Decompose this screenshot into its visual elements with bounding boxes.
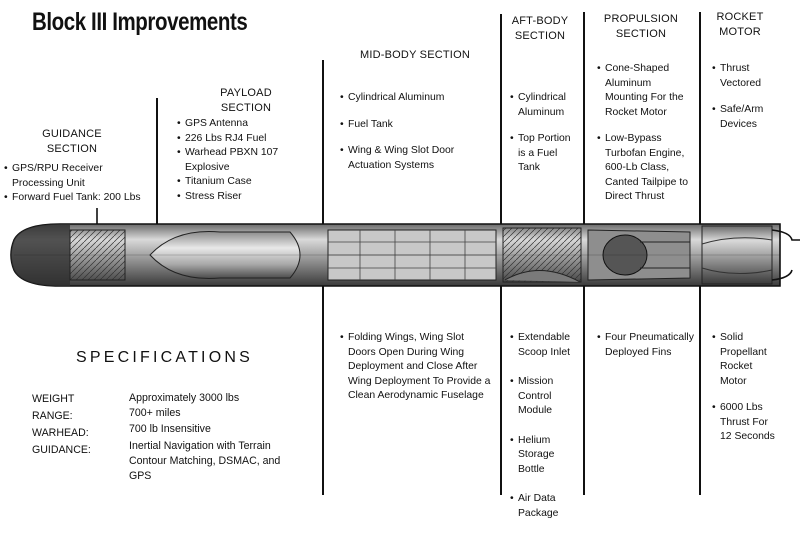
list-item: Cone-Shaped Aluminum Mounting For the Ro… — [597, 62, 695, 120]
spec-value-guidance: Inertial Navigation with Terrain Contour… — [129, 440, 281, 482]
aft-body-lower-items: Extendable Scoop Inlet Mission Control M… — [510, 331, 578, 536]
propulsion-items: Cone-Shaped Aluminum Mounting For the Ro… — [597, 62, 695, 217]
list-item: GPS/RPU Receiver Processing Unit — [4, 162, 154, 191]
rocket-motor-lower-items: Solid Propellant Rocket Motor 6000 Lbs T… — [712, 331, 780, 457]
propulsion-lower-items: Four Pneumatically Deployed Fins — [597, 331, 695, 360]
divider-payload — [156, 98, 158, 228]
specifications-title: SPECIFICATIONS — [76, 349, 253, 366]
spec-value-range: 700+ miles — [129, 407, 181, 419]
spec-label-guidance: GUIDANCE: — [32, 444, 91, 456]
list-item: Mission Control Module — [510, 375, 578, 419]
mid-body-heading: MID-BODY SECTION — [360, 49, 470, 61]
aft-body-items: Cylindrical Aluminum Top Portion is a Fu… — [510, 91, 578, 188]
aft-body-heading: AFT-BODY SECTION — [511, 15, 569, 42]
page-title: Block III Improvements — [32, 8, 248, 36]
payload-items: GPS Antenna 226 Lbs RJ4 Fuel Warhead PBX… — [177, 117, 317, 204]
list-item: Cylindrical Aluminum — [340, 91, 492, 106]
list-item: 6000 Lbs Thrust For 12 Seconds — [712, 401, 780, 445]
list-item: Forward Fuel Tank: 200 Lbs — [4, 191, 154, 206]
list-item: GPS Antenna — [177, 117, 317, 132]
spec-label-weight: WEIGHT — [32, 393, 75, 405]
list-item: Helium Storage Bottle — [510, 434, 578, 478]
list-item: 226 Lbs RJ4 Fuel — [177, 132, 317, 147]
guidance-heading: GUIDANCE SECTION — [42, 128, 102, 155]
list-item: Low-Bypass Turbofan Engine, 600-Lb Class… — [597, 132, 695, 205]
rocket-motor-items: Thrust Vectored Safe/Arm Devices — [712, 62, 780, 144]
mid-body-lower-items: Folding Wings, Wing Slot Doors Open Duri… — [340, 331, 492, 404]
list-item: Air Data Package — [510, 492, 578, 521]
spec-value-warhead: 700 lb Insensitive — [129, 423, 211, 435]
list-item: Safe/Arm Devices — [712, 103, 780, 132]
list-item: Cylindrical Aluminum — [510, 91, 578, 120]
list-item: Fuel Tank — [340, 118, 492, 133]
rocket-motor-heading: ROCKET MOTOR — [716, 11, 764, 38]
propulsion-heading: PROPULSION SECTION — [603, 13, 679, 40]
list-item: Titanium Case — [177, 175, 317, 190]
list-item: Solid Propellant Rocket Motor — [712, 331, 780, 389]
spec-value-weight: Approximately 3000 lbs — [129, 392, 240, 404]
missile-cutaway-illustration — [10, 208, 800, 287]
list-item: Warhead PBXN 107 Explosive — [177, 146, 317, 175]
mid-body-items: Cylindrical Aluminum Fuel Tank Wing & Wi… — [340, 91, 492, 185]
list-item: Top Portion is a Fuel Tank — [510, 132, 578, 176]
list-item: Stress Riser — [177, 190, 317, 205]
guidance-items: GPS/RPU Receiver Processing Unit Forward… — [4, 162, 154, 206]
spec-label-range: RANGE: — [32, 410, 73, 422]
list-item: Folding Wings, Wing Slot Doors Open Duri… — [340, 331, 492, 404]
list-item: Four Pneumatically Deployed Fins — [597, 331, 695, 360]
list-item: Thrust Vectored — [712, 62, 780, 91]
spec-label-warhead: WARHEAD: — [32, 427, 89, 439]
payload-heading: PAYLOAD SECTION — [220, 87, 272, 114]
list-item: Extendable Scoop Inlet — [510, 331, 578, 360]
list-item: Wing & Wing Slot Door Actuation Systems — [340, 144, 492, 173]
